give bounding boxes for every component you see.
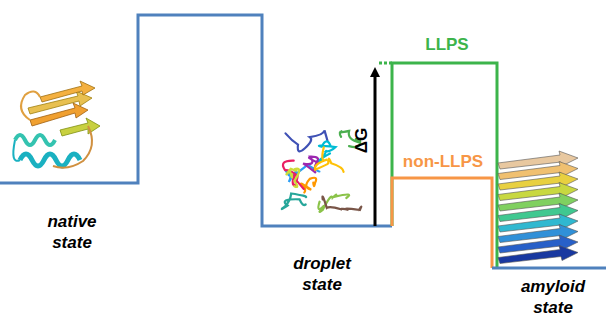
pathway-label: non-LLPS [395,151,491,172]
native-protein [13,81,100,168]
coil-strand [286,130,328,151]
coil-strand [286,169,299,187]
beta-strand [498,246,578,264]
dashed-tick [379,62,392,65]
delta-g-arrow [374,72,377,226]
state-label: native state [37,211,107,253]
coil-strand [301,178,316,193]
pathway-label: LLPS [402,34,492,55]
energy-path [0,15,392,226]
droplet-coils [282,130,361,212]
energy-path [492,267,606,270]
amyloid-fibril [498,151,578,264]
state-label: amyloid state [512,276,594,318]
state-label: droplet state [285,253,360,295]
coil-strand [322,197,361,210]
llps-barrier [392,63,497,268]
energy-label: ΔG [351,120,372,160]
coil-strand [282,194,306,210]
coil-strand [283,161,304,189]
coil-strand [315,147,344,172]
non-llps-barrier [392,178,492,268]
